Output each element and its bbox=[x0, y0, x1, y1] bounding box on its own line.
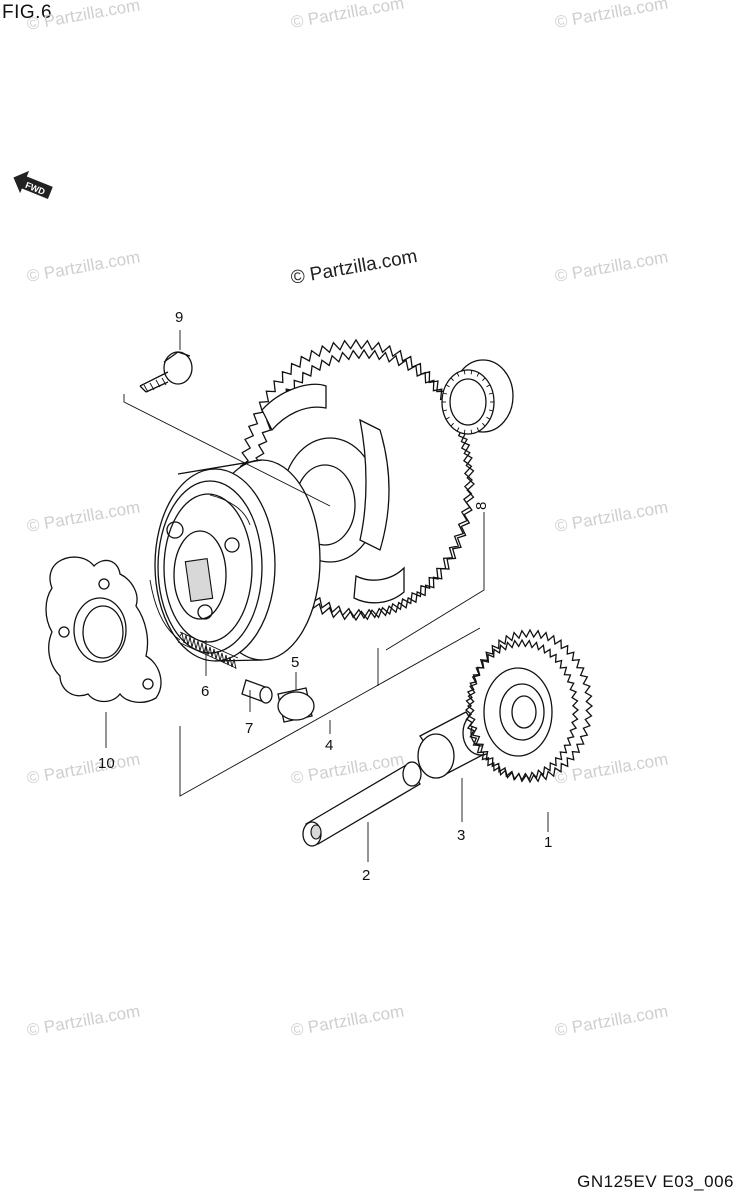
diagram-code: GN125EV E03_006 bbox=[577, 1172, 734, 1191]
callout-6: 6 bbox=[201, 683, 209, 700]
shaft-part bbox=[302, 761, 422, 847]
watermark: © Partzilla.com bbox=[289, 246, 419, 289]
callout-3: 3 bbox=[457, 827, 465, 844]
watermark: © Partzilla.com bbox=[25, 497, 141, 536]
washer-plate-part bbox=[45, 556, 162, 704]
fwd-label: FWD bbox=[24, 180, 47, 197]
watermark: © Partzilla.com bbox=[289, 0, 405, 32]
needle-bearing-part bbox=[441, 359, 514, 435]
watermark: © Partzilla.com bbox=[553, 1001, 669, 1040]
callout-8: 8 bbox=[473, 502, 490, 510]
figure-label: FIG.6 bbox=[2, 2, 53, 23]
bolt-part bbox=[139, 351, 193, 393]
callout-5: 5 bbox=[291, 654, 299, 671]
watermark: © Partzilla.com bbox=[289, 1001, 405, 1040]
pusher-part bbox=[241, 679, 273, 704]
idle-gear-part bbox=[464, 628, 594, 784]
watermark: © Partzilla.com bbox=[25, 247, 141, 286]
watermark: © Partzilla.com bbox=[25, 0, 141, 34]
callout-10: 10 bbox=[98, 755, 115, 772]
fwd-arrow-icon: FWD bbox=[13, 170, 53, 199]
callouts: 1 2 3 4 5 6 7 8 9 10 bbox=[98, 309, 552, 884]
spring-part bbox=[177, 631, 239, 670]
watermark: © Partzilla.com bbox=[25, 1001, 141, 1040]
roller-part bbox=[277, 687, 315, 723]
watermark: © Partzilla.com bbox=[25, 749, 141, 788]
starter-clutch-housing-part bbox=[149, 459, 321, 662]
callout-2: 2 bbox=[362, 867, 370, 884]
watermark: © Partzilla.com bbox=[553, 497, 669, 536]
callout-4: 4 bbox=[325, 737, 333, 754]
callout-1: 1 bbox=[544, 834, 552, 851]
leader-lines bbox=[105, 330, 549, 862]
callout-9: 9 bbox=[175, 309, 183, 326]
watermark: © Partzilla.com bbox=[553, 0, 669, 32]
callout-7: 7 bbox=[245, 720, 253, 737]
watermark: © Partzilla.com bbox=[553, 247, 669, 286]
